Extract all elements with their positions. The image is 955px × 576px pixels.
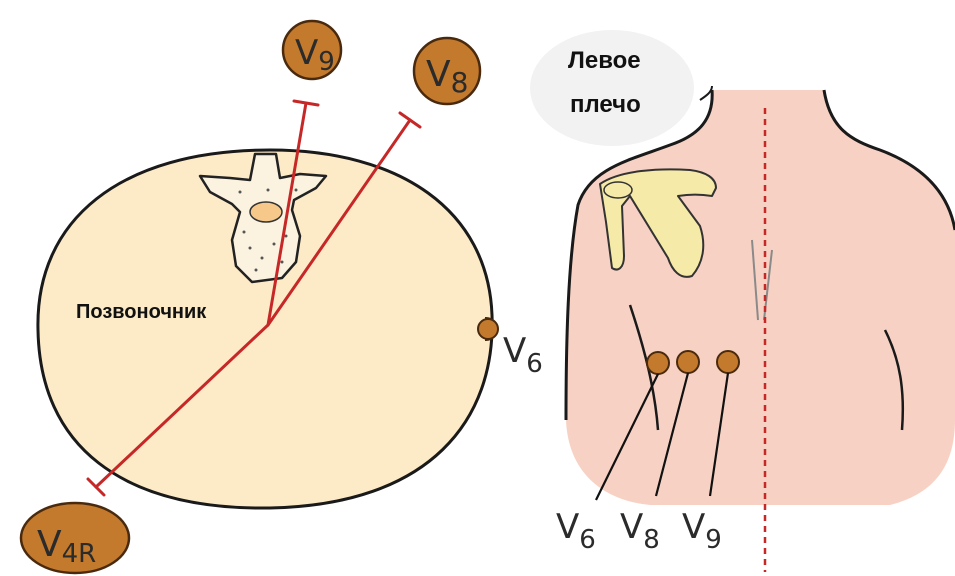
electrode-v8-posterior: V8 — [414, 38, 480, 104]
back-v8-label: V8 — [620, 507, 660, 555]
electrode-v6-back — [647, 352, 669, 374]
v6-label-base: V — [503, 331, 526, 371]
v9-vector-tick — [294, 101, 318, 105]
svg-text:V6: V6 — [503, 331, 543, 379]
back-v9-label: V9 — [682, 507, 722, 555]
v8-label-base: V — [426, 54, 451, 95]
electrode-v9-back — [717, 351, 739, 373]
electrode-v8-back — [677, 351, 699, 373]
back-view-panel: Левое плечо V6 — [530, 30, 955, 572]
electrode-v4r-right: V4R — [21, 503, 129, 573]
back-v6-label: V6 — [556, 507, 596, 555]
v9-label-sub: 9 — [318, 47, 335, 77]
v4r-label-sub: 4R — [62, 539, 97, 569]
spine-label: Позвоночник — [76, 301, 207, 323]
shoulder-label-line2: плечо — [570, 91, 641, 118]
v4r-label-base: V — [37, 524, 62, 565]
v8-label-sub: 8 — [451, 66, 469, 99]
electrode-v9-posterior: V9 — [283, 21, 341, 79]
transverse-section-panel: Позвоночник V9 V8 — [21, 21, 543, 573]
v9-label-base: V — [295, 33, 318, 73]
neck-line — [700, 86, 712, 100]
shoulder-label-line1: Левое — [568, 47, 641, 74]
v6-label-sub: 6 — [526, 349, 543, 379]
v8-vector-tick — [400, 113, 420, 127]
